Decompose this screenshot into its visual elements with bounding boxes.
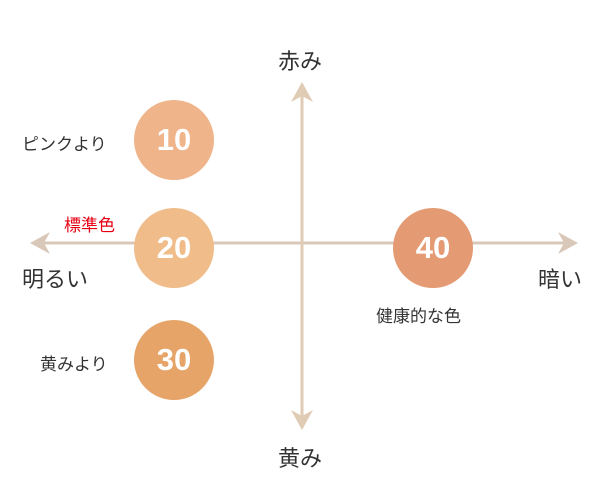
- point-10-circle: 10: [134, 100, 214, 180]
- point-40-label: 健康的な色: [376, 307, 461, 327]
- axis-label-bottom: 黄み: [278, 447, 323, 472]
- bottom-arrowhead: [291, 410, 313, 430]
- axis-label-right: 暗い: [538, 268, 583, 293]
- top-arrowhead: [291, 82, 313, 102]
- left-arrowhead: [30, 232, 50, 254]
- point-20-label: 標準色: [64, 216, 115, 236]
- axis-label-top: 赤み: [278, 50, 323, 75]
- right-arrowhead: [558, 232, 578, 254]
- point-10-label: ピンクより: [22, 135, 107, 155]
- point-30-circle: 30: [134, 320, 214, 400]
- axis-label-left: 明るい: [22, 268, 89, 293]
- point-20-circle: 20: [134, 208, 214, 288]
- point-30-label: 黄みより: [40, 355, 108, 375]
- point-40-circle: 40: [393, 208, 473, 288]
